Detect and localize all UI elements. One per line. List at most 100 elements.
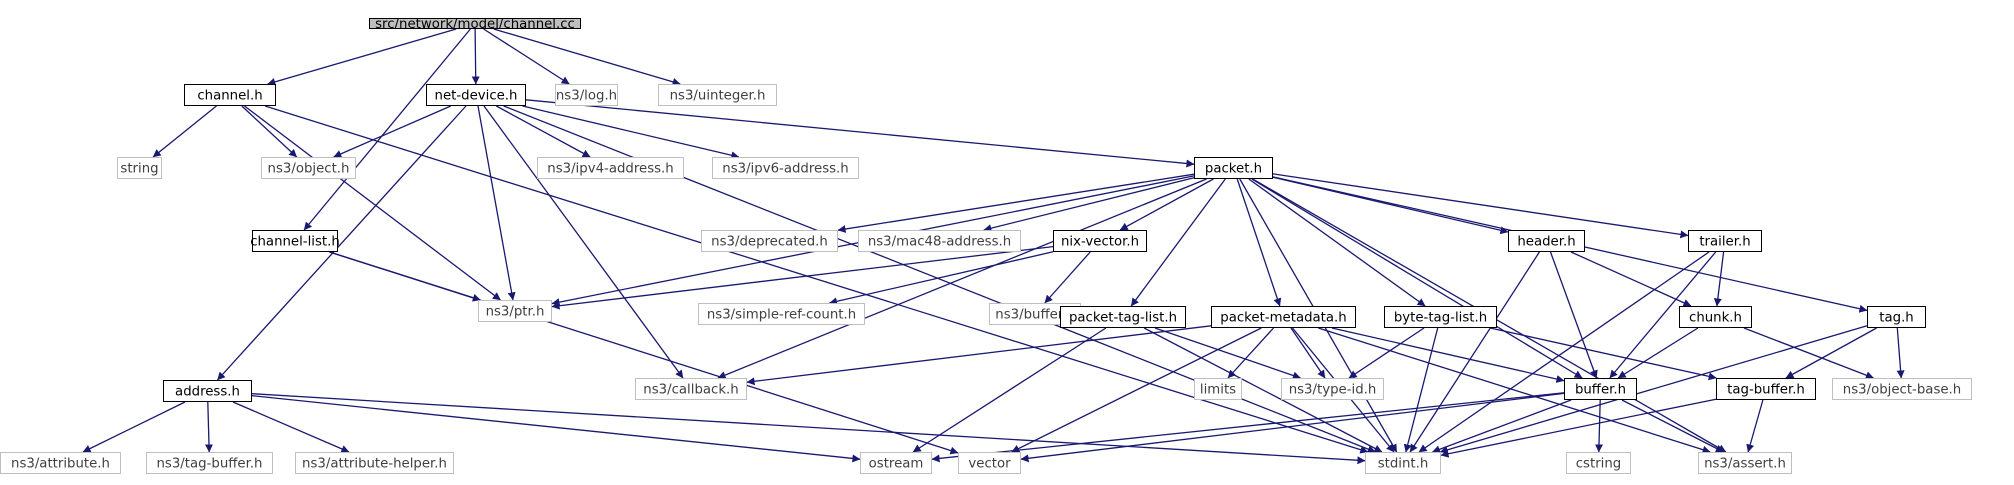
- node-ns3-object-h: ns3/object.h: [261, 157, 356, 179]
- edge-packet_h-to-nix_vector_h: [1119, 178, 1214, 231]
- node-box: [146, 452, 273, 474]
- node-box: [860, 452, 932, 474]
- node-box: [1832, 378, 1972, 400]
- node-box: [1211, 306, 1356, 328]
- edge-channel_h-to-ns3_object_h: [241, 105, 298, 158]
- edge-net_device_h-to-ns3_ipv4_address_h: [495, 105, 591, 158]
- node-channel-h[interactable]: channel.h: [184, 84, 276, 106]
- node-label: ns3/deprecated.h: [711, 235, 828, 250]
- node-label: trailer.h: [1699, 235, 1750, 250]
- node-label: ns3/object-base.h: [1843, 383, 1961, 398]
- edge-byte_tag_list_h-to-ns3_type_id_h: [1348, 327, 1425, 379]
- node-packet-metadata-h[interactable]: packet-metadata.h: [1211, 306, 1356, 328]
- edge-chunk_h-to-ns3_object_base_h: [1743, 327, 1874, 379]
- node-box: [1867, 306, 1926, 328]
- node-ns3-buffer-h: ns3/buffer.h: [989, 303, 1081, 325]
- edge-packet_tag_list_h-to-stdint_h: [1143, 327, 1383, 453]
- edge-packet_metadata_h-to-vector: [1011, 327, 1262, 453]
- node-label: ns3/log.h: [556, 89, 617, 104]
- edge-packet_h-to-packet_metadata_h: [1236, 178, 1282, 307]
- node-cstring: cstring: [1566, 452, 1631, 474]
- node-label: ns3/object.h: [268, 162, 350, 177]
- edge-header_h-to-stdint_h: [1409, 251, 1540, 453]
- node-box: [369, 18, 581, 29]
- node-label: ns3/ipv6-address.h: [722, 162, 848, 177]
- node-box: [1053, 230, 1147, 252]
- node-box: [555, 84, 618, 106]
- node-box: [958, 452, 1021, 474]
- edge-packet_h-to-ns3_callback_h: [717, 178, 1207, 379]
- node-label: buffer.h: [1575, 383, 1626, 398]
- edge-packet_metadata_h-to-buffer_h: [1331, 327, 1565, 383]
- node-box: [1679, 306, 1752, 328]
- node-ns3-log-h: ns3/log.h: [555, 84, 618, 106]
- edge-root-to-ns3_log_h: [483, 28, 570, 85]
- edge-net_device_h-to-ns3_ipv6_address_h: [522, 105, 740, 160]
- node-nix-vector-h[interactable]: nix-vector.h: [1053, 230, 1147, 252]
- node-label: tag-buffer.h: [1727, 383, 1805, 398]
- node-box: [1060, 306, 1186, 328]
- node-net-device-h[interactable]: net-device.h: [426, 84, 526, 106]
- edge-address_h-to-ns3_tag_buffer_h: [204, 401, 213, 453]
- node-ns3-assert-h: ns3/assert.h: [1698, 452, 1792, 474]
- node-tag-buffer-h[interactable]: tag-buffer.h: [1716, 378, 1816, 400]
- edge-packet_h-to-byte_tag_list_h: [1248, 178, 1426, 307]
- node-channel-list-h[interactable]: channel-list.h: [250, 230, 340, 252]
- node-label: ns3/type-id.h: [1289, 383, 1377, 398]
- node-box: [184, 84, 276, 106]
- node-label: chunk.h: [1689, 311, 1742, 326]
- edge-channel_h-to-string: [152, 105, 217, 158]
- node-root: src/network/model/channel.cc: [369, 17, 581, 32]
- node-box: [295, 452, 454, 474]
- edge-packet_metadata_h-to-ns3_type_id_h: [1290, 327, 1326, 379]
- edge-packet_tag_list_h-to-ostream: [912, 327, 1107, 453]
- node-packet-h[interactable]: packet.h: [1194, 157, 1273, 179]
- edge-buffer_h-to-cstring: [1595, 399, 1604, 453]
- node-buffer-h[interactable]: buffer.h: [1564, 378, 1637, 400]
- edge-packet_metadata_h-to-limits: [1227, 327, 1274, 379]
- node-header-h[interactable]: header.h: [1508, 230, 1585, 252]
- edge-tag_h-to-tag_buffer_h: [1785, 327, 1877, 379]
- node-byte-tag-list-h[interactable]: byte-tag-list.h: [1384, 306, 1497, 328]
- edge-byte_tag_list_h-to-tag_buffer_h: [1490, 327, 1717, 381]
- node-ns3-ptr-h: ns3/ptr.h: [478, 300, 552, 322]
- node-tag-h[interactable]: tag.h: [1867, 306, 1926, 328]
- edges-layer: [82, 28, 1905, 465]
- node-box: [426, 84, 526, 106]
- node-label: packet-metadata.h: [1220, 311, 1346, 326]
- node-box: [858, 230, 1021, 252]
- node-box: [1698, 452, 1792, 474]
- node-label: net-device.h: [435, 89, 518, 104]
- node-box: [1566, 452, 1631, 474]
- node-trailer-h[interactable]: trailer.h: [1688, 230, 1762, 252]
- edge-buffer_h-to-ostream: [931, 392, 1565, 463]
- node-ns3-deprecated-h: ns3/deprecated.h: [701, 230, 838, 252]
- edge-packet_metadata_h-to-ns3_assert_h: [1318, 327, 1711, 454]
- edge-address_h-to-stdint_h: [251, 393, 1366, 465]
- node-address-h[interactable]: address.h: [163, 380, 252, 402]
- node-ns3-attribute-helper-h: ns3/attribute-helper.h: [295, 452, 454, 474]
- node-label: ns3/ptr.h: [486, 305, 545, 320]
- nodes-layer: src/network/model/channel.cc channel.h net…: [0, 17, 1972, 474]
- node-label: ns3/callback.h: [643, 383, 738, 398]
- node-label: ns3/tag-buffer.h: [156, 457, 262, 472]
- node-box: [1564, 378, 1637, 400]
- node-ostream: ostream: [860, 452, 932, 474]
- node-label: stdint.h: [1378, 457, 1429, 472]
- edge-byte_tag_list_h-to-stdint_h: [1403, 327, 1439, 453]
- node-limits: limits: [1194, 378, 1242, 400]
- node-chunk-h[interactable]: chunk.h: [1679, 306, 1752, 328]
- edge-tag_h-to-stdint_h: [1439, 325, 1868, 454]
- edge-address_h-to-ns3_attribute_helper_h: [232, 401, 350, 453]
- edge-channel_h-to-ns3_ptr_h: [244, 105, 501, 301]
- edge-buffer_h-to-ns3_assert_h: [1621, 399, 1724, 453]
- node-label: cstring: [1576, 457, 1621, 472]
- node-label: ns3/attribute.h: [11, 457, 110, 472]
- node-label: address.h: [175, 385, 240, 400]
- node-packet-tag-list-h[interactable]: packet-tag-list.h: [1060, 306, 1186, 328]
- node-label: vector: [968, 457, 1011, 472]
- edge-header_h-to-buffer_h: [1549, 251, 1598, 379]
- node-label: ns3/buffer.h: [995, 308, 1074, 323]
- node-box: [0, 452, 121, 474]
- node-box: [1508, 230, 1585, 252]
